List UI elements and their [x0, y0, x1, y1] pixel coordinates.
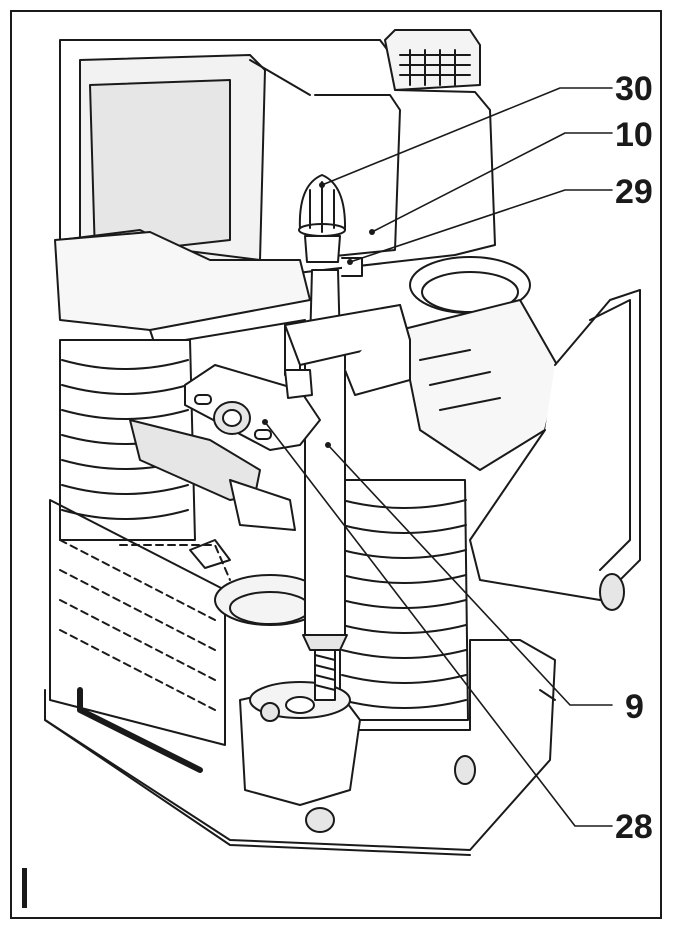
callout-label-10: 10 [615, 116, 653, 154]
locking-knob [184, 364, 321, 451]
callout-label-30: 30 [615, 70, 653, 108]
depth-pointer [341, 257, 363, 277]
leader-lines [264, 87, 613, 827]
callout-label-9: 9 [625, 688, 644, 726]
callout-label-28: 28 [615, 808, 653, 846]
figure-letter: I [22, 868, 27, 908]
left-bellows [59, 339, 196, 541]
depth-stop-knob [298, 174, 347, 263]
lock-lever [129, 419, 296, 531]
right-bellows [339, 479, 469, 721]
leader-dots [262, 182, 375, 448]
depth-stop-bracket [284, 304, 411, 396]
figure-letter-text: I [22, 868, 23, 869]
chip-guard [49, 499, 326, 773]
turret-stop [239, 644, 361, 806]
motor-housing [59, 39, 496, 301]
dust-adapter [399, 289, 641, 611]
callout-label-29: 29 [615, 173, 653, 211]
speed-dial [384, 29, 481, 91]
